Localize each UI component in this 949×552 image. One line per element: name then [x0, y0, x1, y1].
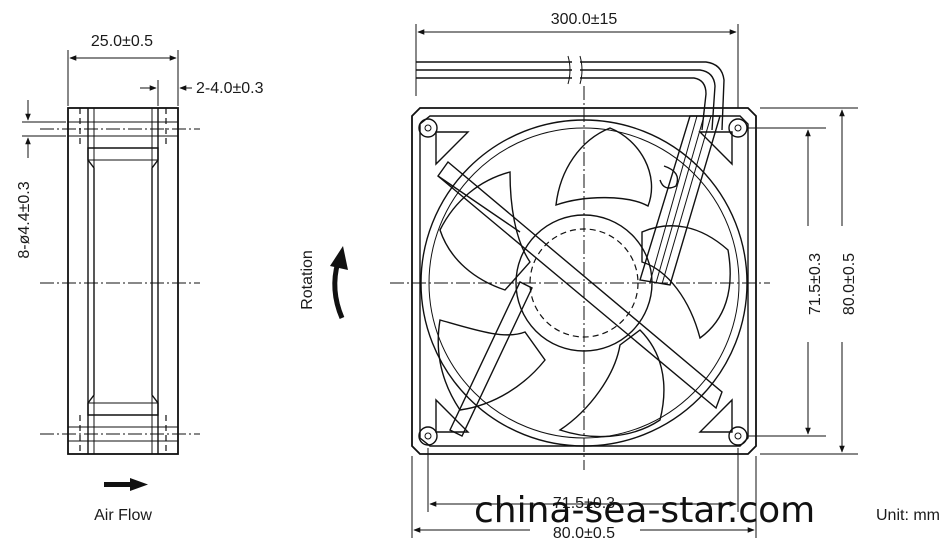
rotation-arrow-icon [330, 246, 348, 319]
lead-wires [416, 55, 725, 131]
side-venturi [87, 147, 159, 416]
watermark-text: china-sea-star.com [474, 490, 815, 531]
mounting-hole [728, 426, 748, 446]
cable-channel [639, 115, 721, 286]
side-frame-outline [67, 107, 179, 455]
side-view: 25.0±0.5 2-4.0±0.3 8-ø4.4±0.3 Air Flow [16, 33, 264, 524]
strut [437, 160, 723, 410]
mounting-hole [418, 118, 438, 138]
side-width-dim: 25.0±0.5 [91, 33, 153, 50]
overall-h-dim: 80.0±0.5 [553, 525, 615, 542]
side-gap-dim: 2-4.0±0.3 [196, 80, 264, 97]
side-hole-dim: 8-ø4.4±0.3 [16, 181, 33, 258]
front-view: 300.0±15 71.5±0.3 80.0±0.5 71.5±0.3 80.0… [390, 11, 940, 542]
cable-length-dim: 300.0±15 [551, 11, 618, 28]
airflow-arrow-icon [104, 478, 148, 491]
hole-spacing-v-dim: 71.5±0.3 [807, 253, 824, 315]
front-frame-outline [411, 107, 757, 455]
mounting-hole [418, 426, 438, 446]
overall-v-dim: 80.0±0.5 [841, 253, 858, 315]
unit-label: Unit: mm [876, 507, 940, 524]
airflow-label: Air Flow [94, 507, 152, 524]
hole-spacing-h-dim: 71.5±0.3 [553, 495, 615, 512]
mounting-hole [728, 118, 748, 138]
rotation-label: Rotation [299, 250, 316, 310]
strut [449, 281, 533, 437]
rotation-indicator: Rotation [299, 246, 348, 319]
